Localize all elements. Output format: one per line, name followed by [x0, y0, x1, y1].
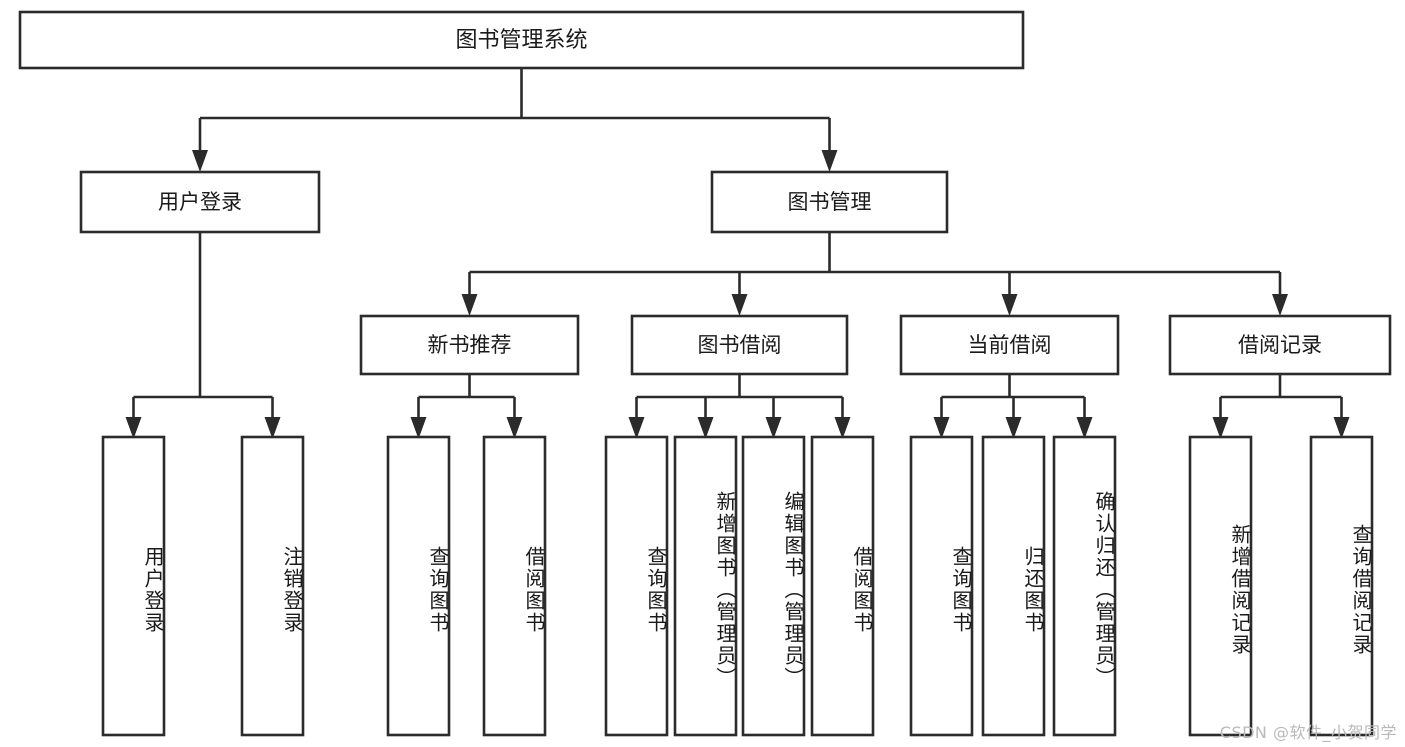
- level2-node-user-login[interactable]: 用户登录: [79, 170, 321, 234]
- leaf-node-leaf-query-book-1[interactable]: [386, 435, 451, 737]
- root-node-undefined[interactable]: 图书管理系统: [18, 10, 1025, 70]
- node-rect[interactable]: [1188, 435, 1253, 737]
- node-label: 图书管理: [788, 190, 872, 214]
- leaf-node-leaf-borrow-book-2[interactable]: [810, 435, 875, 737]
- leaf-node-leaf-query-book-3[interactable]: [909, 435, 974, 737]
- node-label: 新书推荐: [428, 333, 512, 357]
- leaf-node-leaf-return-book[interactable]: [981, 435, 1046, 737]
- node-rect[interactable]: [482, 435, 547, 737]
- node-label: 图书借阅: [698, 333, 782, 357]
- node-rect[interactable]: [981, 435, 1046, 737]
- arrow-head-icon: [1333, 417, 1350, 439]
- node-rect[interactable]: [741, 435, 806, 737]
- level3-node-current-borrow[interactable]: 当前借阅: [899, 314, 1120, 376]
- node-rect[interactable]: [101, 435, 166, 737]
- csdn-watermark: CSDN @软件_小贺同学: [1219, 723, 1397, 742]
- node-rect[interactable]: [710, 170, 949, 234]
- node-rect[interactable]: [630, 314, 849, 376]
- arrow-head-icon: [1076, 417, 1093, 439]
- node-label: 图书管理系统: [455, 28, 587, 53]
- arrow-head-icon: [410, 417, 427, 439]
- node-rect[interactable]: [386, 435, 451, 737]
- arrow-head-icon: [821, 150, 838, 172]
- leaf-node-leaf-borrow-book-1[interactable]: [482, 435, 547, 737]
- leaf-node-leaf-add-book[interactable]: [673, 435, 738, 737]
- node-rect[interactable]: [1168, 314, 1392, 376]
- arrow-head-icon: [461, 294, 478, 316]
- arrow-head-icon: [933, 417, 950, 439]
- leaf-node-leaf-user-login[interactable]: [101, 435, 166, 737]
- arrow-head-icon: [731, 294, 748, 316]
- node-label: 借阅记录: [1238, 333, 1322, 357]
- arrow-head-icon: [192, 150, 208, 172]
- connector-lines: [125, 68, 1350, 439]
- arrow-head-icon: [1212, 417, 1229, 439]
- arrow-head-icon: [765, 417, 782, 439]
- arrow-head-icon: [264, 417, 281, 439]
- arrow-head-icon: [628, 417, 645, 439]
- leaf-node-leaf-add-record[interactable]: [1188, 435, 1253, 737]
- node-rect[interactable]: [909, 435, 974, 737]
- node-rect[interactable]: [604, 435, 669, 737]
- node-rect[interactable]: [673, 435, 738, 737]
- node-label: 用户登录: [158, 190, 242, 214]
- leaf-node-leaf-query-record[interactable]: [1309, 435, 1374, 737]
- node-rect[interactable]: [359, 314, 580, 376]
- node-rect[interactable]: [1052, 435, 1117, 737]
- leaf-node-leaf-logout[interactable]: [240, 435, 305, 737]
- arrow-head-icon: [125, 417, 142, 439]
- leaf-node-leaf-query-book-2[interactable]: [604, 435, 669, 737]
- arrow-head-icon: [1272, 294, 1288, 316]
- arrow-head-icon: [834, 417, 851, 439]
- node-label: 当前借阅: [968, 333, 1052, 357]
- node-rect[interactable]: [899, 314, 1120, 376]
- node-rect[interactable]: [18, 10, 1025, 70]
- node-rect[interactable]: [1309, 435, 1374, 737]
- arrow-head-icon: [697, 417, 714, 439]
- node-rect[interactable]: [810, 435, 875, 737]
- node-rect[interactable]: [79, 170, 321, 234]
- node-rect[interactable]: [240, 435, 305, 737]
- level3-node-borrow-record[interactable]: 借阅记录: [1168, 314, 1392, 376]
- leaf-node-leaf-confirm-return[interactable]: [1052, 435, 1117, 737]
- leaf-node-leaf-edit-book[interactable]: [741, 435, 806, 737]
- arrow-head-icon: [1001, 294, 1018, 316]
- arrow-head-icon: [506, 417, 523, 439]
- level2-node-book-manage[interactable]: 图书管理: [710, 170, 949, 234]
- level3-node-book-borrow[interactable]: 图书借阅: [630, 314, 849, 376]
- arrow-head-icon: [1005, 417, 1022, 439]
- level3-node-new-book-rec[interactable]: 新书推荐: [359, 314, 580, 376]
